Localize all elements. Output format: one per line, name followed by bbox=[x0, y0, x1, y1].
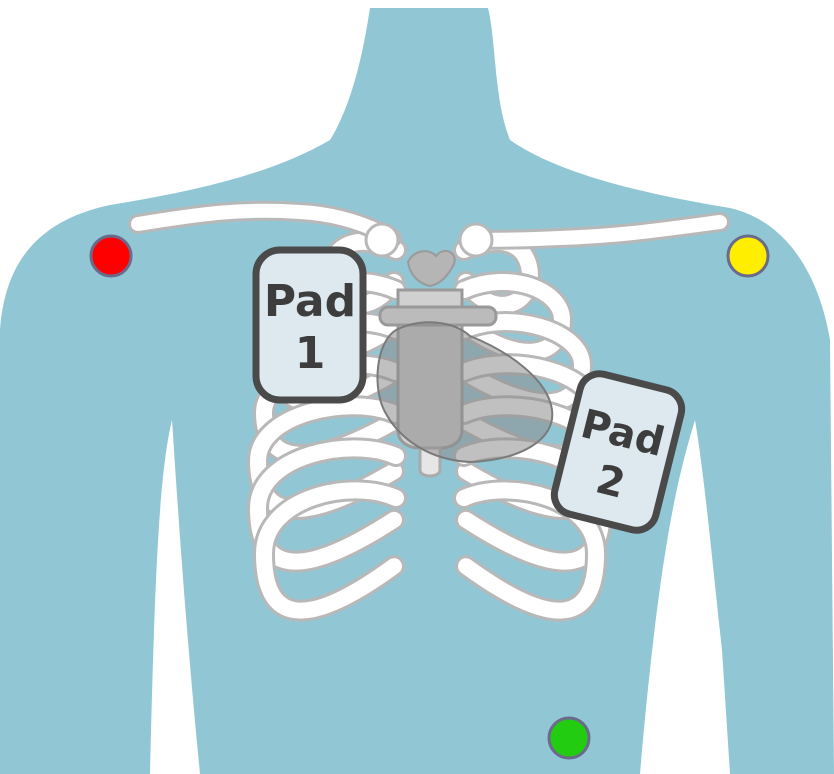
electrode-red bbox=[91, 236, 131, 276]
pad-1-label-line2: 1 bbox=[295, 328, 326, 379]
electrode-green bbox=[549, 718, 589, 758]
pad-1: Pad 1 bbox=[256, 250, 363, 400]
electrode-yellow bbox=[728, 236, 768, 276]
pad-1-label-line1: Pad bbox=[264, 276, 356, 327]
